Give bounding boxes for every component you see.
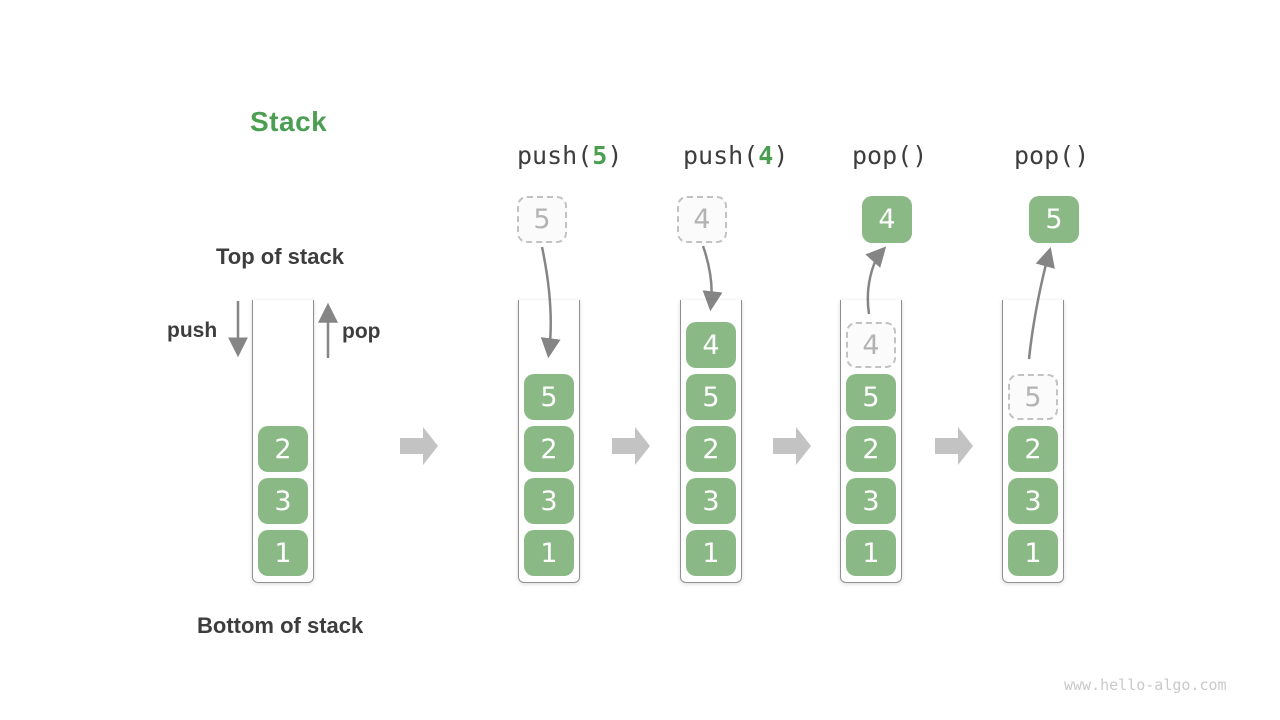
stack-cell: 1 xyxy=(846,530,896,576)
stack-after-pop-2: 5 2 3 1 xyxy=(1002,300,1064,583)
op-text: ) xyxy=(773,141,789,170)
op-header-pop-1: pop() xyxy=(852,141,927,170)
op-header-push-4: push(4) xyxy=(683,141,788,170)
stack-after-push-5: 5 2 3 1 xyxy=(518,300,580,583)
stack-cell: 1 xyxy=(686,530,736,576)
diagram-title: Stack xyxy=(250,106,328,137)
stack-cell: 4 xyxy=(686,322,736,368)
top-of-stack-label: Top of stack xyxy=(216,244,344,269)
incoming-value-box-5: 5 xyxy=(517,196,567,243)
stack-cell: 3 xyxy=(846,478,896,524)
stack-cell: 2 xyxy=(686,426,736,472)
stack-cell: 1 xyxy=(524,530,574,576)
stack-cell: 2 xyxy=(846,426,896,472)
op-text: push( xyxy=(517,141,593,170)
stack-cell: 2 xyxy=(524,426,574,472)
op-header-push-5: push(5) xyxy=(517,141,622,170)
stack-cell-removed: 5 xyxy=(1008,374,1058,420)
op-header-pop-2: pop() xyxy=(1014,141,1089,170)
stack-cell: 3 xyxy=(524,478,574,524)
popped-value-box-4: 4 xyxy=(862,196,912,243)
stack-cell: 5 xyxy=(686,374,736,420)
stack-cell: 2 xyxy=(1008,426,1058,472)
stack-cell: 3 xyxy=(686,478,736,524)
op-text: pop() xyxy=(1014,141,1090,170)
stack-cell: 3 xyxy=(1008,478,1058,524)
bottom-of-stack-label: Bottom of stack xyxy=(197,613,364,638)
flow-arrow-3 xyxy=(773,427,811,465)
stack-cell: 5 xyxy=(524,374,574,420)
stack-cell: 1 xyxy=(258,530,308,576)
stack-cell: 5 xyxy=(846,374,896,420)
op-arg: 4 xyxy=(758,141,774,170)
stack-cell: 2 xyxy=(258,426,308,472)
stack-cell: 1 xyxy=(1008,530,1058,576)
flow-arrow-4 xyxy=(935,427,973,465)
pop-operation-label: pop xyxy=(342,320,381,343)
watermark: www.hello-algo.com xyxy=(1064,676,1227,694)
popped-value-box-5: 5 xyxy=(1029,196,1079,243)
op-text: pop() xyxy=(852,141,928,170)
op-text: push( xyxy=(683,141,759,170)
op-text: ) xyxy=(607,141,623,170)
flow-arrow-1 xyxy=(400,427,438,465)
push-operation-label: push xyxy=(167,319,218,342)
flow-arrow-2 xyxy=(612,427,650,465)
stack-after-push-4: 4 5 2 3 1 xyxy=(680,300,742,583)
stack-after-pop-1: 4 5 2 3 1 xyxy=(840,300,902,583)
stack-cell-removed: 4 xyxy=(846,322,896,368)
op-arg: 5 xyxy=(592,141,608,170)
stack-initial: 2 3 1 xyxy=(252,300,314,583)
incoming-value-box-4: 4 xyxy=(677,196,727,243)
stack-cell: 3 xyxy=(258,478,308,524)
push-4-curve-arrow xyxy=(701,245,723,312)
